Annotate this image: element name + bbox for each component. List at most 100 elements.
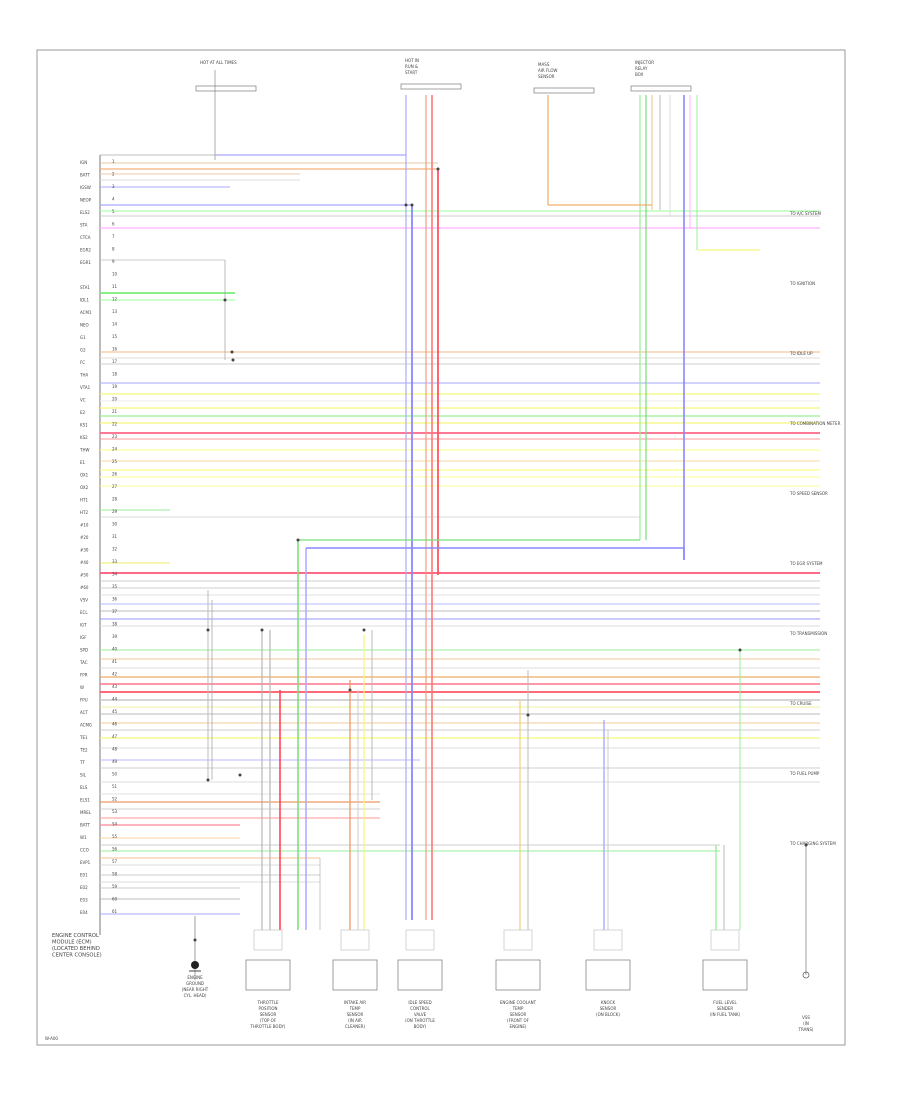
pin-label-5: STA [80,223,88,228]
top-connector-3-line-2: BOX [635,72,644,77]
pin-number-1: 2 [112,172,115,177]
pin-number-19: 20 [112,397,118,402]
pin-label-6: CTCA [80,235,91,240]
right-label-4: TO SPEED SENSOR [789,491,828,496]
pin-number-32: 33 [112,559,118,564]
pin-number-7: 8 [112,247,115,252]
right-label-3: TO COMBINATION METER [789,421,841,426]
component-intake-sensor-line-4: CLEANER) [345,1024,366,1029]
pin-number-20: 21 [112,409,118,414]
pin-number-37: 38 [112,622,118,627]
pin-number-11: 12 [112,297,118,302]
pin-number-44: 45 [112,709,118,714]
pin-label-16: FC [80,360,85,365]
pin-label-35: VSV [80,598,88,603]
pin-number-3: 4 [112,197,115,202]
right-label-2: TO IDLE UP [789,351,813,356]
pin-number-49: 50 [112,772,118,777]
pin-number-40: 41 [112,659,118,664]
component-coolant-sensor-line-0: ENGINE COOLANT [500,1000,537,1005]
pin-number-60: 61 [112,909,118,914]
pin-label-12: ACM1 [80,310,92,315]
component-box-idle-valve [397,959,443,991]
pin-number-38: 39 [112,634,118,639]
pin-label-23: THW [79,448,89,453]
splice-dot-15 [238,773,242,777]
pin-number-12: 13 [112,309,118,314]
top-connector-2-line-0: MASS [538,62,550,67]
pin-label-42: W [80,685,84,690]
pin-number-42: 43 [112,684,118,689]
pin-label-19: VC [80,398,86,403]
component-ground-line-1: GROUND [186,981,204,986]
component-vss-line-0: VSS [802,1015,810,1020]
pin-label-48: TT [79,760,85,765]
right-label-6: TO TRANSMISSION [789,631,827,636]
component-idle-valve-line-4: BODY) [414,1024,427,1029]
component-coolant-sensor-line-3: (FRONT OF [507,1018,530,1023]
splice-dot-12 [804,843,808,847]
pin-label-18: VTA1 [80,385,91,390]
pin-number-25: 26 [112,472,118,477]
component-vss-line-2: TRANS) [798,1027,814,1032]
pin-label-44: ACT [80,710,88,715]
pin-label-55: CCO [80,848,89,853]
pin-label-21: KS1 [80,423,88,428]
right-label-0: TO A/C SYSTEM [789,211,822,216]
pin-label-4: ELS2 [80,210,90,215]
splice-dot-4 [404,203,408,207]
component-fuel-sender-line-2: (IN FUEL TANK) [710,1012,741,1017]
pin-label-14: G1 [80,335,86,340]
pin-number-8: 9 [112,259,115,264]
pin-number-35: 36 [112,597,118,602]
pin-number-28: 29 [112,509,118,514]
component-knock-sensor-line-0: KNOCK [601,1000,616,1005]
footer-code: W-A00 [45,1036,58,1041]
ecm-label-line-0: ENGINE CONTROL [52,933,99,939]
component-intake-sensor-line-1: TEMP [349,1006,361,1011]
component-tp-sensor-line-4: THROTTLE BODY) [250,1024,286,1029]
pin-number-18: 19 [112,384,118,389]
right-label-9: TO CHARGING SYSTEM [789,841,836,846]
pin-number-52: 53 [112,809,118,814]
pin-number-45: 46 [112,722,118,727]
component-knock-sensor-line-1: SENSOR [600,1006,617,1011]
top-connector-0-line-0: HOT AT ALL TIMES [200,60,237,65]
ecm-label-line-3: CENTER CONSOLE) [52,953,102,959]
top-connector-0: HOT AT ALL TIMES [195,60,257,92]
pin-label-11: IDL1 [80,298,89,303]
pin-label-43: FPU [80,698,88,703]
component-intake-sensor-line-3: (IN AIR [348,1018,362,1023]
pin-label-60: E04 [80,910,88,915]
top-connector-2-line-1: AIR FLOW [538,68,558,73]
pin-label-57: E01 [80,873,88,878]
pin-label-29: #10 [80,523,89,528]
pin-number-15: 16 [112,347,118,352]
pin-label-40: TAC [79,660,88,665]
pin-label-45: ACMG [80,723,92,728]
pin-label-34: #60 [80,585,89,590]
pin-number-39: 40 [112,647,118,652]
splice-dot-5 [410,203,414,207]
pin-label-37: IGT [80,623,87,628]
pin-label-3: NEOP [80,198,92,203]
top-connector-0-plug [195,85,257,92]
pin-label-32: #40 [80,560,89,565]
splice-dot-11 [738,648,742,652]
pin-number-47: 48 [112,747,118,752]
pin-number-13: 14 [112,322,118,327]
pin-number-9: 10 [112,272,118,277]
pin-label-10: STA1 [80,285,90,290]
top-connector-3-plug [630,85,692,92]
component-ground-line-3: CYL. HEAD) [184,993,207,998]
component-connector-tp-sensor [253,929,283,951]
component-connector-intake-sensor [340,929,370,951]
pin-number-6: 7 [112,234,115,239]
pin-label-50: ELS [80,785,88,790]
component-ground-line-2: (NEAR RIGHT [182,987,209,992]
splice-dot-10 [526,713,530,717]
